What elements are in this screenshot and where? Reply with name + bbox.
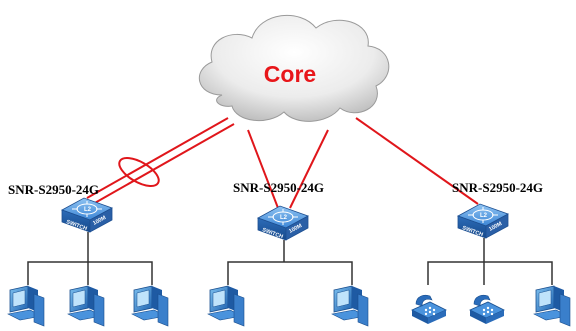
switch-1: L2 SWITCH 100M — [61, 197, 113, 233]
link-aggregation-ring — [118, 157, 160, 187]
end-devices — [7, 285, 571, 327]
ip-phone-icon — [411, 294, 447, 325]
switch-badge: L2 — [280, 215, 288, 221]
computer-icon — [331, 285, 369, 327]
ip-phone-icon — [469, 294, 505, 325]
switch-3: L2 SWITCH 100M — [457, 203, 509, 239]
switch-badge: L2 — [84, 207, 92, 213]
uplink-3 — [355, 117, 479, 205]
computer-icon — [207, 285, 245, 327]
tree-2-bus — [227, 261, 353, 285]
uplink-2b — [289, 129, 329, 209]
switch-speed-text: 100M — [488, 221, 503, 233]
switch-badge: L2 — [480, 213, 488, 219]
switch-2: L2 SWITCH 100M — [257, 205, 309, 241]
tree-3-bus — [427, 261, 553, 285]
uplink-2a — [247, 129, 279, 209]
computer-icon — [131, 285, 169, 327]
tree-1-bus — [27, 261, 153, 285]
uplink-1b — [92, 123, 235, 205]
switch-speed-text: 100M — [92, 215, 107, 227]
core-cloud: Core — [198, 14, 390, 122]
uplink-1a — [86, 117, 229, 199]
switch-2-label: SNR-S2950-24G — [233, 180, 324, 195]
core-uplinks — [86, 117, 479, 209]
core-label: Core — [264, 61, 316, 87]
switch-1-label: SNR-S2950-24G — [8, 182, 99, 197]
computer-icon — [533, 285, 571, 327]
cloud-icon — [198, 14, 390, 122]
access-trees — [27, 232, 553, 285]
computer-icon — [67, 285, 105, 327]
switch-speed-text: 100M — [288, 223, 303, 235]
computer-icon — [7, 285, 45, 327]
switch-3-label: SNR-S2950-24G — [452, 180, 543, 195]
